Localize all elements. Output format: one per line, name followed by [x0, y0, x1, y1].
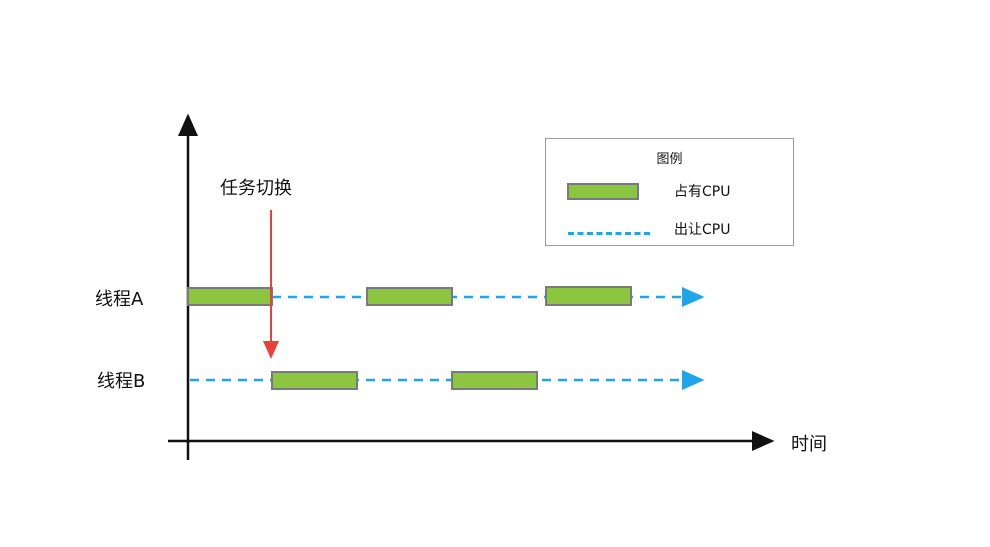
legend-running-label: 占有CPU	[674, 184, 731, 200]
x-axis-label: 时间	[791, 434, 827, 455]
thread-b-run-2	[451, 371, 538, 390]
thread-b-label: 线程B	[97, 371, 145, 392]
legend-waiting-label: 出让CPU	[674, 222, 731, 238]
thread-a-run-1	[187, 287, 273, 306]
legend: 图例 占有CPU 出让CPU	[545, 138, 794, 246]
legend-waiting-dash	[568, 232, 650, 235]
thread-a-label: 线程A	[95, 289, 144, 310]
legend-title: 图例	[656, 152, 683, 167]
task-switch-label: 任务切换	[220, 178, 292, 199]
thread-a-run-3	[545, 286, 632, 306]
legend-running-swatch	[567, 183, 639, 200]
thread-b-run-1	[271, 371, 358, 390]
thread-a-run-2	[366, 287, 453, 306]
